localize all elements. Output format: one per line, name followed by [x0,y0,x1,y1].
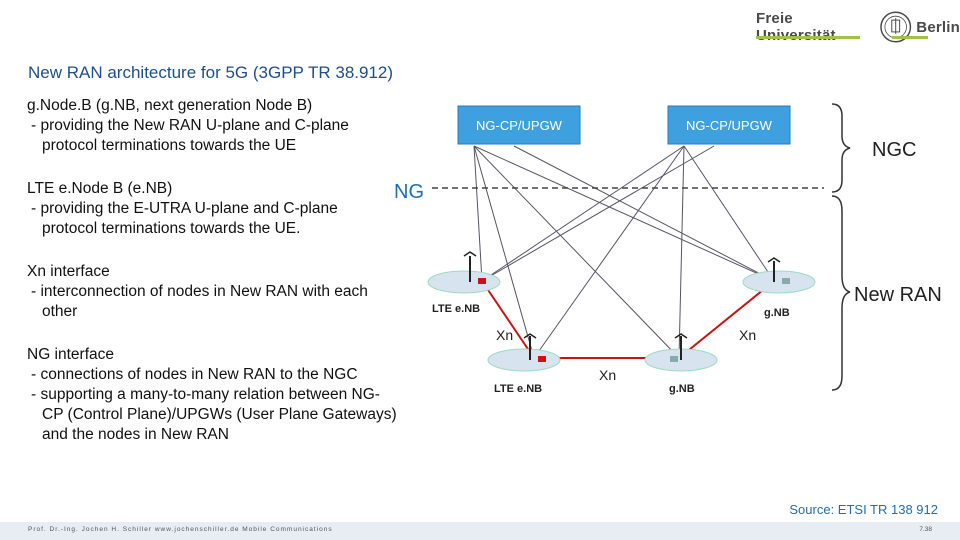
xn-label: Xn [496,327,513,343]
node-gnb [742,257,816,294]
logo-accent [892,36,928,39]
new-ran-brace [831,195,851,391]
node-label: g.NB [764,307,790,319]
ng-links [473,145,775,359]
core-box [667,105,791,145]
paragraph-heading: NG interface [27,346,115,363]
source-citation: Source: ETSI TR 138 912 [789,502,938,517]
logo-accent [756,36,860,39]
bullet-item: interconnection of nodes in New RAN with… [27,282,397,322]
page-number: 7.38 [919,526,932,533]
paragraph-xn: Xn interface interconnection of nodes in… [27,262,397,322]
paragraph-heading: LTE e.Node B (e.NB) [27,180,173,197]
node-label: LTE e.NB [432,303,480,315]
core-box-label: NG-CP/UPGW [686,118,773,133]
paragraph-heading: g.Node.B (g.NB, next generation Node B) [27,97,313,114]
node-lte-enb [427,251,501,294]
footer-bar [0,522,960,540]
logo-text-right: Berlin [916,18,960,36]
xn-label: Xn [739,327,756,343]
node-label: LTE e.NB [494,383,542,395]
bullet-item: connections of nodes in New RAN to the N… [27,365,397,385]
body-text: g.Node.B (g.NB, next generation Node B) … [27,96,397,468]
bullet-item: providing the New RAN U-plane and C-plan… [27,116,397,156]
node-label: g.NB [669,383,695,395]
bullet-item: providing the E-UTRA U-plane and C-plane… [27,199,397,239]
bullet-item: supporting a many-to-many relation betwe… [27,385,397,445]
node-gnb [644,333,718,372]
paragraph-heading: Xn interface [27,263,110,280]
node-lte-enb [487,333,561,372]
university-logo: Freie Universität Berlin [756,10,960,44]
core-box [457,105,581,145]
paragraph-ng: NG interface connections of nodes in New… [27,345,397,445]
xn-label: Xn [599,367,616,383]
ran-architecture-diagram: NG-CP/UPGW NG-CP/UPGW NG NGC New RAN LTE… [394,103,942,395]
ngc-label: NGC [872,139,916,161]
core-box-label: NG-CP/UPGW [476,118,563,133]
slide-title: New RAN architecture for 5G (3GPP TR 38.… [28,63,394,82]
xn-links [481,280,775,359]
logo-text-left: Freie Universität [756,10,836,44]
footer-text: Prof. Dr.-Ing. Jochen H. Schiller www.jo… [28,526,333,533]
ng-label: NG [394,181,424,203]
paragraph-enb: LTE e.Node B (e.NB) providing the E-UTRA… [27,179,397,239]
new-ran-label: New RAN [854,284,942,306]
paragraph-gnb: g.Node.B (g.NB, next generation Node B) … [27,96,397,156]
ngc-brace [831,103,851,193]
